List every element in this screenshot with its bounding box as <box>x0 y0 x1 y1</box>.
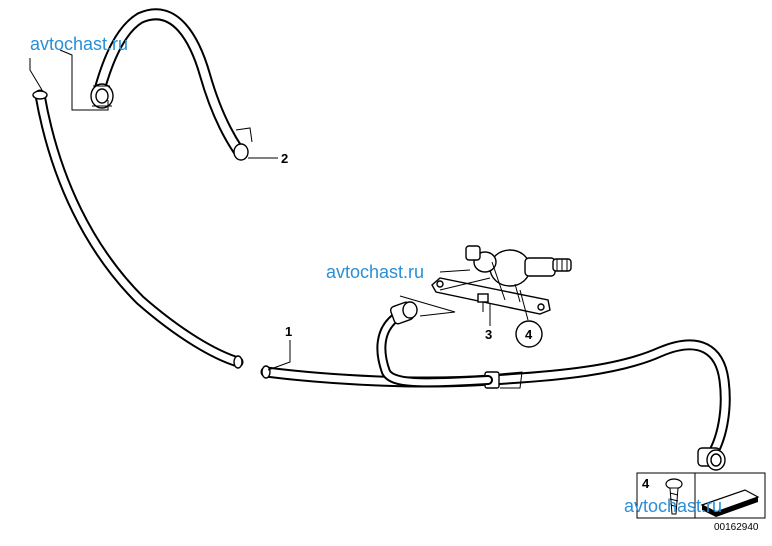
watermark-center: avtochast.ru <box>326 262 424 282</box>
hose-part-1 <box>260 339 731 471</box>
hose-branch-connector <box>389 301 418 325</box>
document-number: 00162940 <box>714 522 759 533</box>
callout-4-circled: 4 <box>515 320 543 348</box>
callout-1: 1 <box>285 324 292 339</box>
hose-part-2 <box>90 8 253 161</box>
legend-item-number: 4 <box>642 476 650 491</box>
pad-icon <box>700 489 760 517</box>
hose-part-1-cut-end <box>261 365 271 379</box>
callout-2: 2 <box>281 151 288 166</box>
hose-branch <box>376 301 493 388</box>
screw-icon <box>665 478 683 515</box>
watermark-bottom-right: avtochast.ru <box>624 496 722 516</box>
mounting-bracket <box>431 277 551 315</box>
nozzle-assembly <box>431 245 572 315</box>
screw-part-3 <box>477 293 489 312</box>
callout-3: 3 <box>485 327 492 342</box>
callout-4: 4 <box>525 327 533 342</box>
watermark-top-left: avtochast.ru <box>30 34 128 54</box>
hose-clip-lower <box>233 127 253 161</box>
hose-connector-upper <box>90 83 114 109</box>
legend-box: 4 <box>636 472 766 519</box>
leader-lines <box>29 49 529 371</box>
hose-left-cut-end <box>233 355 243 369</box>
hose-part-1-left-section <box>32 89 244 369</box>
hose-connector-right <box>697 447 726 471</box>
valve-body <box>465 245 572 303</box>
hose-left-end-cap <box>32 90 48 100</box>
